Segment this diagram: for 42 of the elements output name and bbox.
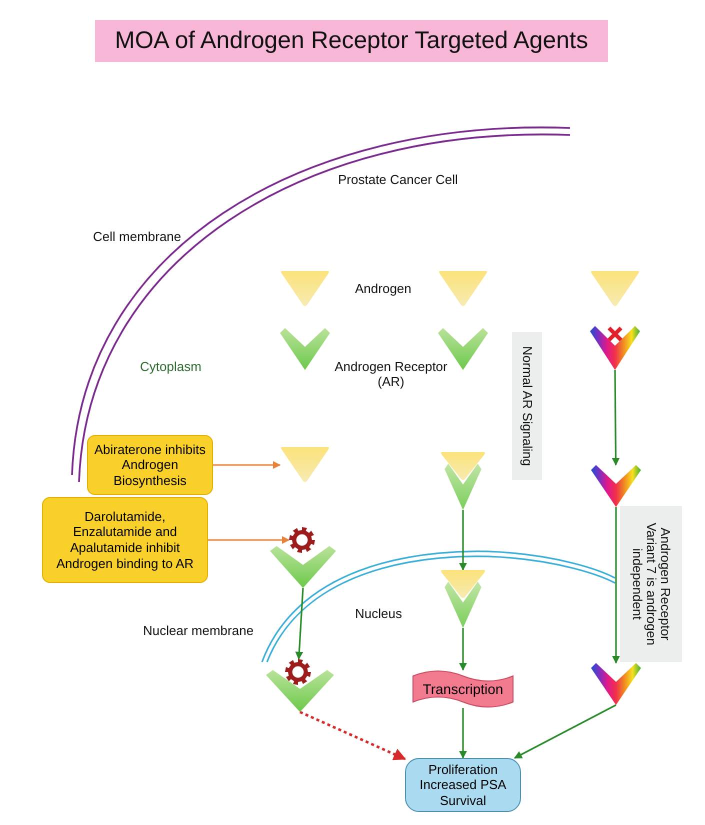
- drug-box: [42, 497, 208, 583]
- arrow: [295, 588, 304, 660]
- receptor-complex: [440, 570, 486, 628]
- label: Nuclear membrane: [143, 623, 254, 638]
- gear-icon: [289, 527, 315, 553]
- label: Cytoplasm: [140, 359, 202, 374]
- arrow: [213, 461, 281, 469]
- label: Nucleus: [355, 606, 402, 621]
- arrow: [514, 704, 616, 759]
- androgen-triangle: [280, 271, 330, 307]
- label: Androgen Receptor (AR): [334, 359, 448, 389]
- androgen-triangle: [590, 271, 640, 307]
- gear-icon: [285, 659, 311, 685]
- label: Prostate Cancer Cell: [338, 172, 458, 187]
- drug-text: Darolutamide, Enzalutamide and Apalutamide inhibit Androgen binding to AR: [55, 508, 195, 572]
- receptor-complex: [440, 452, 486, 510]
- arrow: [612, 507, 620, 664]
- rotated-note: Normal AR Signaling: [512, 332, 542, 480]
- drug-text: Abiraterone inhibits Androgen Biosynthesis: [93, 442, 207, 488]
- rotated-note: Androgen Receptor Variant 7 is androgen independent: [620, 506, 682, 662]
- receptor-chevron: [266, 670, 334, 712]
- arrow: [300, 710, 406, 760]
- outcome-box: [405, 758, 521, 812]
- arrow: [459, 708, 467, 759]
- variant-receptor-chevron: [591, 663, 641, 705]
- drug-box: [87, 435, 213, 495]
- receptor-chevron: [280, 328, 330, 370]
- banner-text: Transcription: [422, 680, 504, 698]
- banner-shape: [413, 670, 513, 708]
- label: Cell membrane: [93, 229, 182, 244]
- receptor-chevron: [270, 546, 336, 588]
- variant-receptor-chevron: [591, 465, 641, 507]
- label: Androgen: [355, 281, 412, 296]
- title: MOA of Androgen Receptor Targeted Agents: [95, 20, 608, 62]
- outcome-text: Proliferation Increased PSA Survival: [418, 762, 508, 808]
- variant-receptor-chevron: [590, 326, 640, 370]
- arrow: [208, 536, 290, 544]
- arrow: [612, 370, 620, 466]
- arrow: [459, 628, 467, 671]
- arrow: [459, 510, 467, 571]
- androgen-triangle: [438, 271, 488, 307]
- androgen-triangle: [280, 447, 330, 483]
